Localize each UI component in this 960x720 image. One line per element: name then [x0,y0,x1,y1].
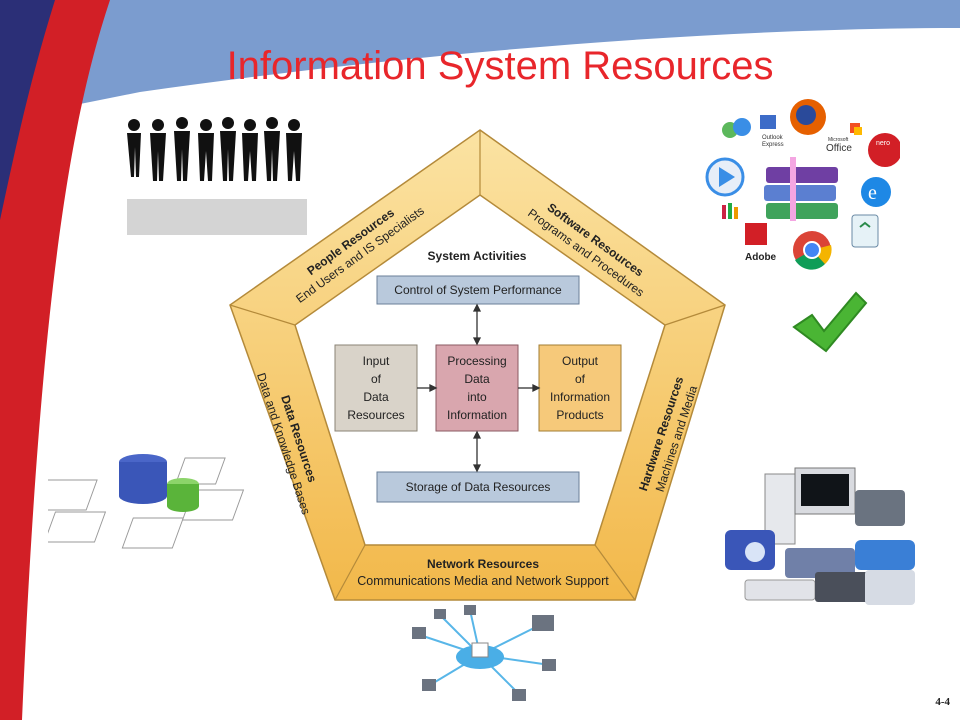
checkmark-icon [792,291,868,353]
storage-box [376,471,580,503]
recycle-bin-icon [851,214,879,248]
person-silhouette [220,117,236,181]
nero-label: nero [876,140,890,147]
nero-icon: nero [868,133,900,167]
person-silhouette [198,119,214,181]
input-line-2: of [371,372,382,386]
winrar-books-icon [764,157,838,221]
person-silhouette [264,117,280,181]
processing-line-1: Processing [447,354,506,368]
chrome-icon [793,231,832,270]
media-player-icon [705,157,745,197]
processing-box [435,344,519,432]
person-silhouette [242,119,258,181]
output-line-1: Output [562,354,599,368]
person-silhouette [174,117,190,181]
network-sub: Communications Media and Network Support [357,574,609,588]
input-box [334,344,418,432]
system-activities-title: System Activities [428,249,527,263]
output-line-4: Products [556,408,603,422]
control-box-label: Control of System Performance [394,283,562,297]
control-box [376,275,580,305]
output-line-2: of [575,372,586,386]
software-icons-cluster: Outlook Express Microsoft Office nero e [705,99,900,270]
storage-box-label: Storage of Data Resources [406,480,551,494]
input-line-3: Data [363,390,389,404]
outlook-label-2: Express [762,142,784,148]
left-red-band [0,0,110,720]
person-silhouette [286,119,302,181]
left-navy-corner [0,0,55,220]
network-heading: Network Resources [427,557,539,571]
page-number: 4-4 [935,696,950,708]
adobe-label: Adobe [745,252,777,263]
messenger-icon [722,118,751,138]
network-icon [412,605,556,701]
office-label-2: Office [826,143,852,154]
processing-line-3: into [467,390,487,404]
people-silhouettes [127,117,307,235]
network-resources-label: Network Resources Communications Media a… [357,557,609,588]
office-label-1: Microsoft [828,137,849,143]
person-silhouette [127,119,141,177]
ie-icon: e [861,177,891,207]
database-icon [48,454,245,549]
person-silhouette [150,119,166,181]
outlook-label-1: Outlook [762,135,784,141]
input-line-1: Input [363,354,390,368]
outlook-express-icon: Outlook Express [760,115,784,148]
processing-line-2: Data [464,372,490,386]
processing-line-4: Information [447,408,507,422]
top-banner [0,0,960,120]
slide-title: Information System Resources [226,44,774,88]
ms-office-icon: Microsoft Office [826,123,862,154]
adobe-icon: Adobe [745,223,777,263]
svg-text:e: e [868,182,877,204]
hardware-devices [725,467,915,605]
output-box [538,344,622,432]
input-line-4: Resources [347,408,404,422]
paint-icon [722,203,738,219]
firefox-icon [790,99,826,135]
pentagon-diagram: People Resources End Users and IS Specia… [229,129,726,601]
output-line-3: Information [550,390,610,404]
